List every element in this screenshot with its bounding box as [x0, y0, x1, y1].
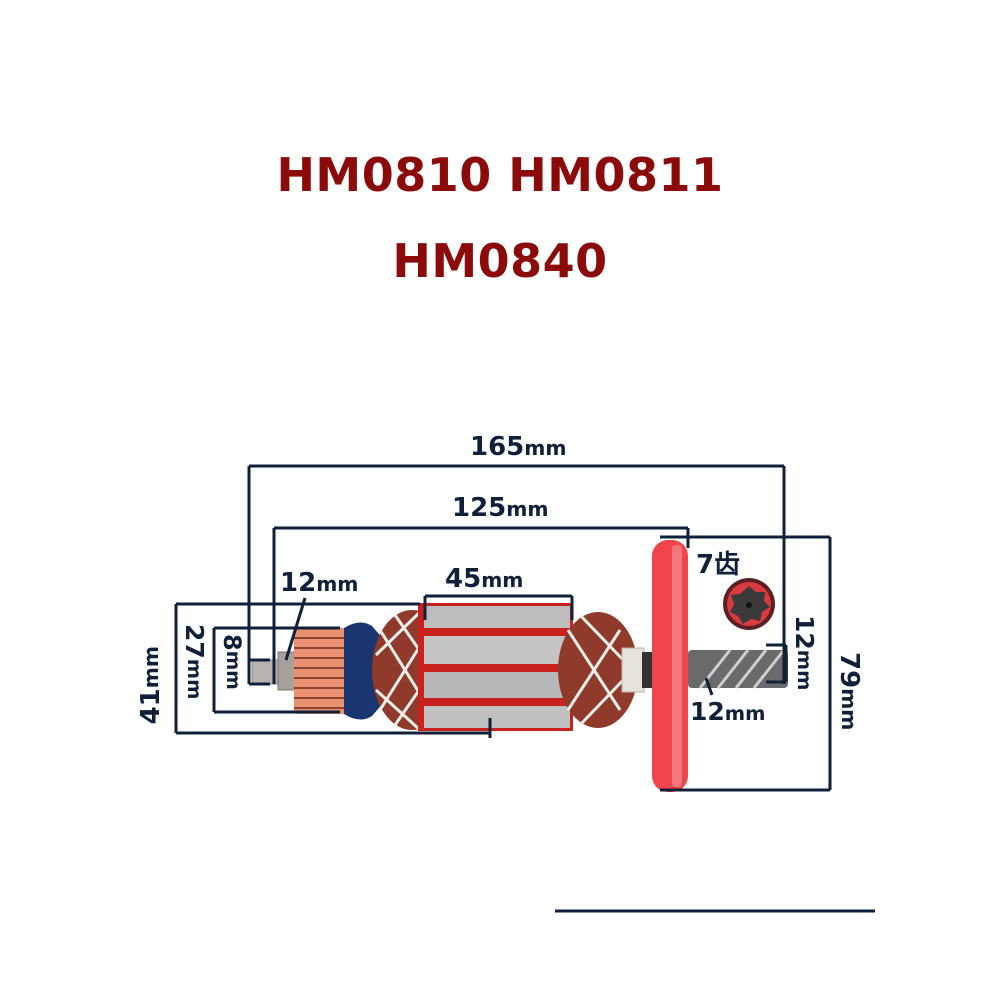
dim-overall-length: 165mm: [470, 432, 567, 462]
model-title-line1: HM0810 HM0811: [276, 148, 724, 202]
dim-core-diameter: 41mm: [136, 646, 166, 725]
dim-shaft-to-fan: 125mm: [452, 493, 549, 523]
dim-commutator-end: 12mm: [280, 568, 359, 598]
model-title-line2: HM0840: [392, 234, 608, 288]
dim-gear-teeth: 7齿: [696, 550, 741, 580]
gear-end-view: [723, 578, 775, 630]
dim-gear-length: 12mm: [690, 697, 766, 726]
dimension-lines: [174, 464, 832, 792]
fan: [652, 540, 688, 792]
insulator: [344, 622, 384, 720]
dim-gear-diameter: 12mm: [790, 615, 819, 691]
dim-commutator-diameter: 27mm: [180, 624, 209, 700]
dim-core-length: 45mm: [445, 564, 524, 594]
dim-shaft-diameter: 8mm: [218, 634, 246, 690]
pinion-gear: [688, 649, 788, 689]
commutator: [294, 628, 346, 714]
armature-core: [418, 603, 573, 731]
dim-fan-diameter: 79mm: [834, 652, 864, 731]
